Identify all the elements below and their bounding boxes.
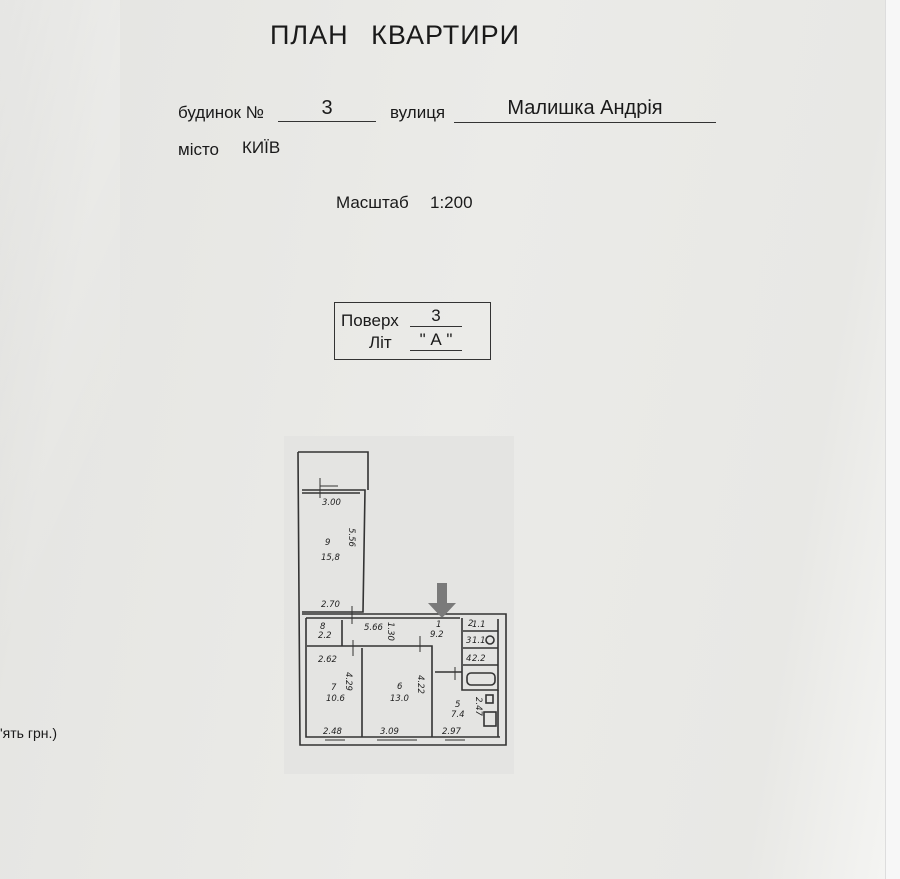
page-title: ПЛАН КВАРТИРИ [270,20,521,50]
room-3-num: 3 [466,636,471,646]
room-9-num: 9 [325,538,330,548]
room-5-num: 5 [455,700,460,710]
dim-2-97: 2.97 [442,727,462,737]
room-2-area: 1.1 [472,620,486,630]
dim-2-47: 2.47 [473,697,483,717]
dim-5-56: 5.56 [346,528,356,548]
dim-2-62: 2.62 [318,655,337,665]
room-6-num: 6 [397,682,403,692]
dim-3-09: 3.09 [380,727,399,737]
room-6-area: 13.0 [390,694,409,704]
dim-3-00: 3.00 [322,498,341,508]
scale-value: 1:200 [430,193,473,212]
room-9-area: 15,8 [321,553,341,563]
room-1-area: 9.2 [430,630,444,640]
page-edge [885,0,900,879]
floor-value: 3 [410,306,462,327]
room-8-num: 8 [320,622,326,632]
room-4-area: 2.2 [472,654,486,664]
city-value: КИЇВ [242,138,281,157]
lit-label: Літ [369,333,392,352]
room-4-num: 4 [466,654,471,664]
house-label: будинок № [178,103,264,122]
arrow-down-icon [428,583,456,618]
lit-value: " А " [410,330,462,351]
street-label: вулиця [390,103,446,122]
room-5-area: 7.4 [451,710,465,720]
room-1-num: 1 [436,620,441,630]
dim-2-70: 2.70 [321,600,340,610]
city-label: місто [178,140,220,159]
cut-off-text: 'ять грн.) [0,725,58,741]
dim-2-48: 2.48 [323,727,343,737]
plan-walls [297,451,507,746]
room-2-num: 2 [468,619,473,629]
street-value: Малишка Андрія [454,97,716,123]
plan-labels: 3.00 5.56 9 15,8 2.70 8 2.2 5.66 1.30 1 … [318,498,486,737]
dim-1-30: 1.30 [385,622,395,641]
room-8-area: 2.2 [318,631,332,641]
plan-windows [319,478,465,741]
room-7-num: 7 [331,683,337,693]
room-3-area: 1.1 [472,636,486,646]
dim-4-22: 4.22 [415,675,425,694]
floor-box [334,302,491,360]
dim-4-29: 4.29 [343,672,353,691]
room-7-area: 10.6 [326,694,346,704]
floor-label: Поверх [341,311,399,330]
house-number: 3 [278,97,376,122]
scale-label: Масштаб [336,193,409,212]
dim-5-66: 5.66 [364,623,384,633]
plan-background [284,436,514,774]
